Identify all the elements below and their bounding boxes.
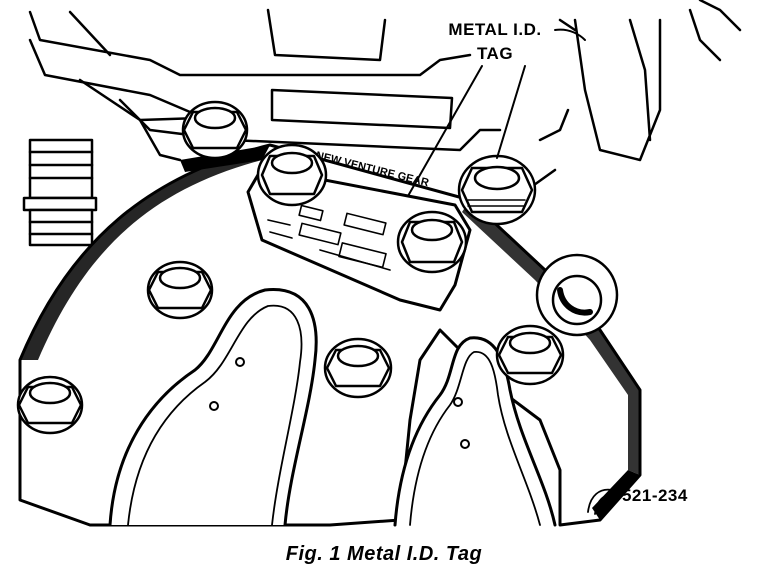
bolt-center [323, 337, 393, 399]
left-lobe-recess [108, 288, 318, 527]
callout-label-line2: TAG [476, 44, 514, 63]
callout-label-line1: METAL I.D. [448, 20, 542, 39]
bolt-top-left [181, 100, 249, 160]
figure-caption: Fig. 1 Metal I.D. Tag [285, 543, 483, 565]
housing-upper-outline [28, 0, 742, 197]
callout-leader-lines [407, 28, 586, 197]
bolt-tag-right [396, 210, 468, 274]
bolt-upper-right [457, 154, 537, 226]
bolt-middle-left [146, 260, 214, 320]
round-plug [535, 253, 619, 337]
bolt-tag-left [256, 143, 328, 207]
sensor-switch [22, 138, 98, 247]
bolt-lower-left [16, 375, 84, 435]
bolt-right [495, 324, 565, 386]
right-lobe-recess [393, 336, 557, 527]
figure-mark-icon [587, 488, 613, 516]
figure-number: 9521-234 [612, 486, 688, 505]
